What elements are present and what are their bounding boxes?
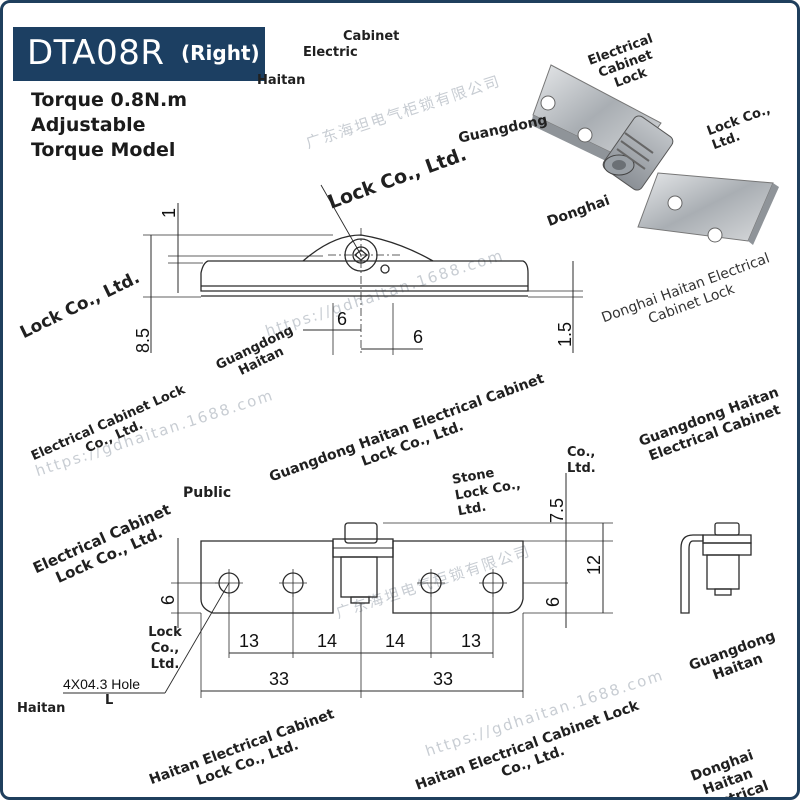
watermark-text: Public [183, 485, 232, 501]
dim-6-left: 6 [158, 595, 178, 605]
watermark-text: L [105, 693, 114, 708]
dim-14-right: 14 [385, 631, 405, 651]
model-number: DTA08R [27, 33, 165, 73]
model-title-bar: DTA08R (Right) [13, 27, 265, 81]
front-view-dimensions: 7.5 12 6 6 13 14 14 13 33 33 4X04.3 Hole [63, 498, 604, 692]
dim-8-5: 8.5 [133, 328, 153, 353]
dim-7-5: 7.5 [547, 498, 567, 523]
technical-drawing: 1 8.5 6 6 1.5 [63, 64, 779, 698]
dim-13-left: 13 [239, 631, 259, 651]
dim-6-right: 6 [543, 597, 563, 607]
dim-1-5: 1.5 [555, 322, 575, 347]
dim-33-left: 33 [269, 669, 289, 689]
dim-13-right: 13 [461, 631, 481, 651]
hinge-photo [531, 64, 779, 245]
watermark-text: Haitan [257, 73, 306, 88]
top-view [143, 184, 583, 355]
spec-adjustable: Adjustable [31, 114, 146, 136]
watermark-text: Co., Ltd. [567, 445, 596, 476]
dim-6-a: 6 [337, 309, 347, 329]
hole-note: 4X04.3 Hole [63, 676, 140, 692]
side-view [680, 522, 752, 614]
model-side: (Right) [181, 41, 260, 65]
front-view [63, 473, 613, 698]
spec-torque: Torque 0.8N.m [31, 89, 188, 111]
watermark-text: Electric [303, 45, 358, 60]
dim-14-left: 14 [317, 631, 337, 651]
spec-model: Torque Model [31, 139, 176, 161]
dim-12: 12 [584, 555, 604, 575]
dim-1: 1 [159, 208, 179, 218]
watermark-text: Lock Co., Ltd. [148, 625, 182, 672]
watermark-text: Cabinet [343, 29, 400, 44]
dim-33-right: 33 [433, 669, 453, 689]
dim-6-b: 6 [413, 327, 423, 347]
watermark-text: Haitan [17, 701, 66, 716]
top-view-dimensions: 1 8.5 6 6 1.5 [133, 208, 575, 353]
